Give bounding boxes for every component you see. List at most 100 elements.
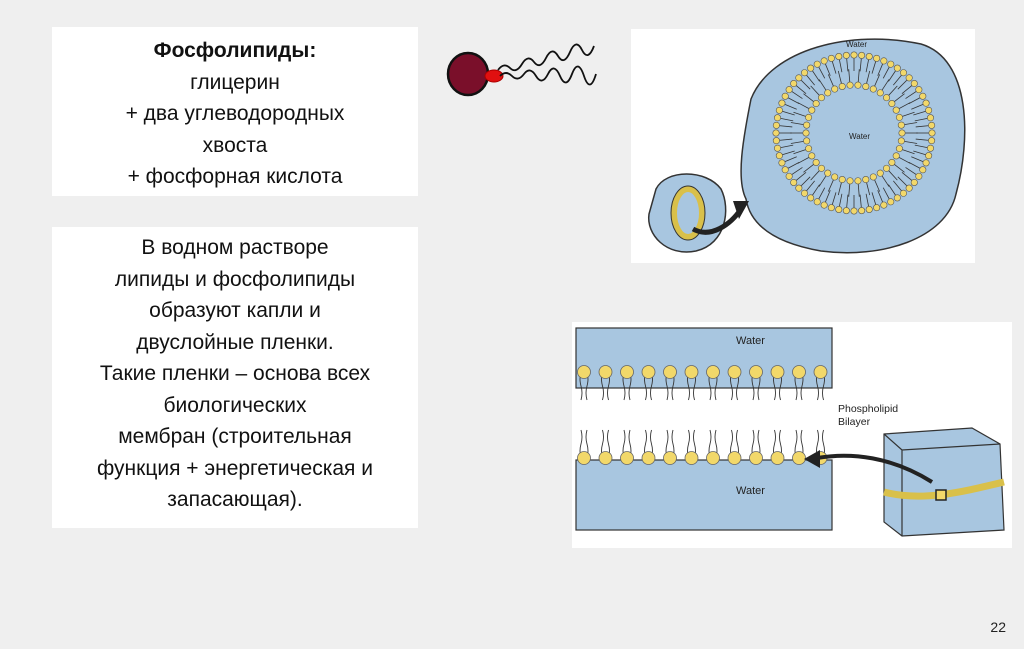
lipid-head	[773, 122, 779, 128]
lipid-head	[796, 75, 802, 81]
phospholipid-molecule-illustration	[440, 40, 610, 110]
lipid-head	[873, 55, 879, 61]
description-line: мембран (строительная	[52, 421, 418, 453]
lipid-head	[928, 122, 934, 128]
definition-line: хвоста	[52, 130, 418, 162]
lipid-head	[843, 52, 849, 58]
lipid-head	[825, 90, 831, 96]
lipid-head	[832, 174, 838, 180]
lipid-head	[814, 366, 827, 379]
lipid-head	[828, 55, 834, 61]
lipid-head	[839, 83, 845, 89]
definition-line: + фосфорная кислота	[52, 161, 418, 193]
lipid-head	[888, 199, 894, 205]
lipid-head	[851, 52, 857, 58]
lipid-head	[847, 178, 853, 184]
lipid-head	[621, 366, 634, 379]
lipid-head	[750, 452, 763, 465]
lipid-head	[911, 80, 917, 86]
lipid-head	[771, 452, 784, 465]
lipid-head	[578, 366, 591, 379]
description-line: функция + энергетическая и	[52, 453, 418, 485]
lipid-head	[821, 58, 827, 64]
membrane-highlight	[936, 490, 946, 500]
lipid-head	[807, 65, 813, 71]
lipid-head	[906, 75, 912, 81]
lipid-head	[877, 170, 883, 176]
lipid-head	[818, 94, 824, 100]
lipid-head	[578, 452, 591, 465]
lipid-head	[858, 207, 864, 213]
lipid-head	[818, 165, 824, 171]
lipid-head	[685, 452, 698, 465]
lipid-head	[900, 70, 906, 76]
water-label-inner: Water	[849, 132, 870, 141]
lipid-head	[881, 202, 887, 208]
definition-line: + два углеводородных	[52, 98, 418, 130]
lipid-head	[779, 100, 785, 106]
description-line: В водном растворе	[52, 232, 418, 264]
lipid-head	[771, 366, 784, 379]
lipid-head	[814, 61, 820, 67]
lipid-head	[832, 86, 838, 92]
molecule-tail	[500, 66, 596, 84]
lipid-head	[920, 93, 926, 99]
description-line: Такие пленки – основа всех	[52, 358, 418, 390]
lipid-head	[773, 137, 779, 143]
lipid-head	[793, 366, 806, 379]
lipid-head	[642, 366, 655, 379]
lipid-head	[773, 130, 779, 136]
lipid-head	[928, 137, 934, 143]
lipid-head	[920, 167, 926, 173]
lipid-head	[925, 152, 931, 158]
lipid-head	[791, 80, 797, 86]
lipid-head	[803, 122, 809, 128]
lipid-head	[786, 86, 792, 92]
lipid-head	[898, 138, 904, 144]
description-line: липиды и фосфолипиды	[52, 264, 418, 296]
molecule-head	[448, 53, 488, 95]
lipid-head	[599, 366, 612, 379]
description-line: двуслойные пленки.	[52, 327, 418, 359]
lipid-head	[866, 53, 872, 59]
lipid-head	[809, 107, 815, 113]
water-label-outer: Water	[846, 40, 867, 49]
lipid-head	[855, 178, 861, 184]
lipid-head	[899, 130, 905, 136]
lipid-head	[927, 115, 933, 121]
lipid-head	[916, 173, 922, 179]
lipid-head	[809, 153, 815, 159]
description-line: запасающая).	[52, 484, 418, 516]
lipid-head	[883, 94, 889, 100]
lipid-head	[779, 160, 785, 166]
lipid-head	[801, 70, 807, 76]
lipid-head	[750, 366, 763, 379]
lipid-head	[866, 206, 872, 212]
lipid-head	[776, 107, 782, 113]
page-number: 22	[990, 619, 1006, 635]
lipid-head	[791, 179, 797, 185]
lipid-head	[923, 160, 929, 166]
phospholipid-definition-box: Фосфолипиды: глицерин + два углеводородн…	[52, 27, 418, 196]
lipid-head	[803, 130, 809, 136]
lipid-head	[836, 206, 842, 212]
lipid-head	[906, 185, 912, 191]
lipid-head	[707, 366, 720, 379]
lipid-head	[858, 52, 864, 58]
lipid-head	[847, 82, 853, 88]
lipid-head	[894, 195, 900, 201]
definition-title: Фосфолипиды:	[52, 35, 418, 67]
lipid-head	[774, 115, 780, 121]
lipid-head	[916, 86, 922, 92]
water-region-bottom	[576, 460, 832, 530]
lipid-head	[813, 159, 819, 165]
description-line: образуют капли и	[52, 295, 418, 327]
lipid-head	[923, 100, 929, 106]
lipid-head	[793, 452, 806, 465]
lipid-head	[599, 452, 612, 465]
lipid-head	[911, 179, 917, 185]
lipid-head	[839, 176, 845, 182]
lipid-head	[893, 107, 899, 113]
lipid-head	[728, 452, 741, 465]
definition-line: глицерин	[52, 67, 418, 99]
